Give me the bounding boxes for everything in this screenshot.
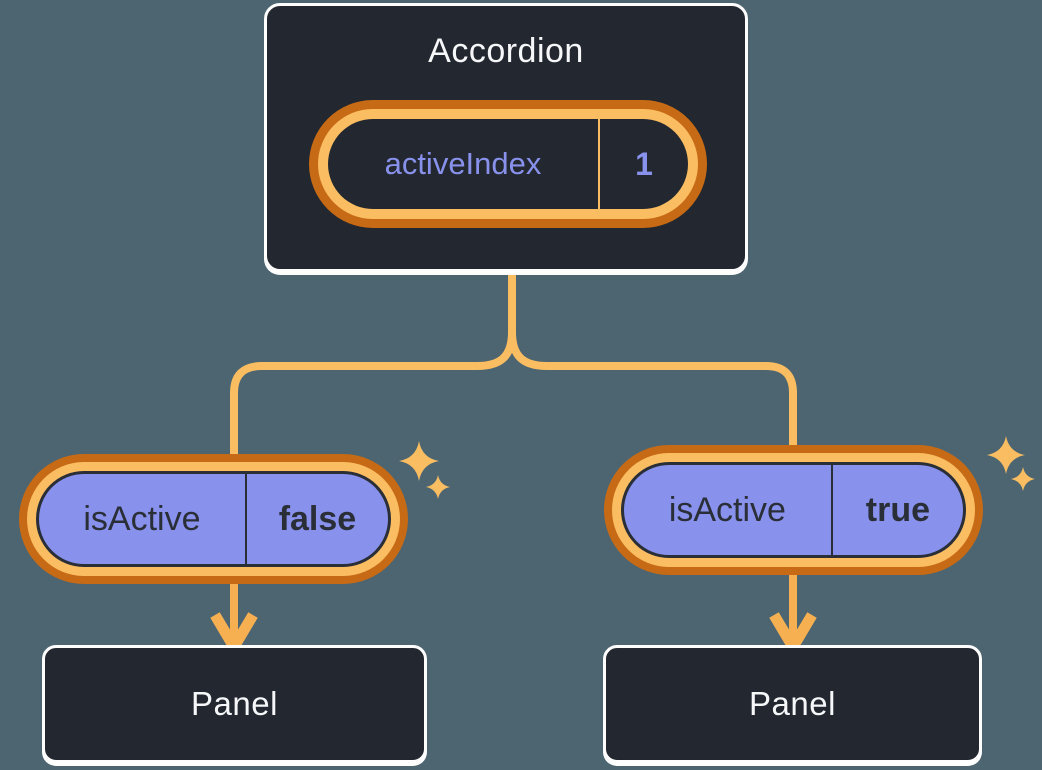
pill-inner-ring: isActive false [27,462,400,576]
prop-value: false [278,499,357,538]
connector-line-right [508,270,797,447]
panel-component-box-left: Panel [42,645,427,763]
arrow-down-icon-right [769,574,817,658]
arrow-down-icon-left [210,583,258,658]
is-active-prop-pill-left: isActive false [19,454,408,584]
connector-line-left [230,270,516,456]
panel-title: Panel [191,685,278,722]
panel-title: Panel [749,685,836,722]
state-name-label: activeIndex [384,146,542,181]
pill-divider [244,474,247,564]
pill-divider [598,119,600,209]
pill-body: isActive true [621,462,966,558]
prop-name-label: isActive [83,499,201,538]
prop-name-label: isActive [668,490,786,529]
prop-value: true [865,490,930,529]
pill-body: isActive false [36,471,391,567]
accordion-title: Accordion [428,32,584,70]
is-active-prop-pill-right: isActive true [604,445,983,575]
pill-inner-ring: isActive true [612,453,975,567]
active-index-state-pill: activeIndex 1 [309,100,707,228]
pill-inner-ring: activeIndex 1 [318,109,698,219]
sparkles-icon-right-pill [987,436,1035,491]
pill-body: activeIndex 1 [328,119,688,209]
panel-component-box-right: Panel [603,645,982,763]
pill-divider [830,465,833,555]
state-value: 1 [635,145,653,182]
sparkles-icon-left-pill [399,441,450,499]
